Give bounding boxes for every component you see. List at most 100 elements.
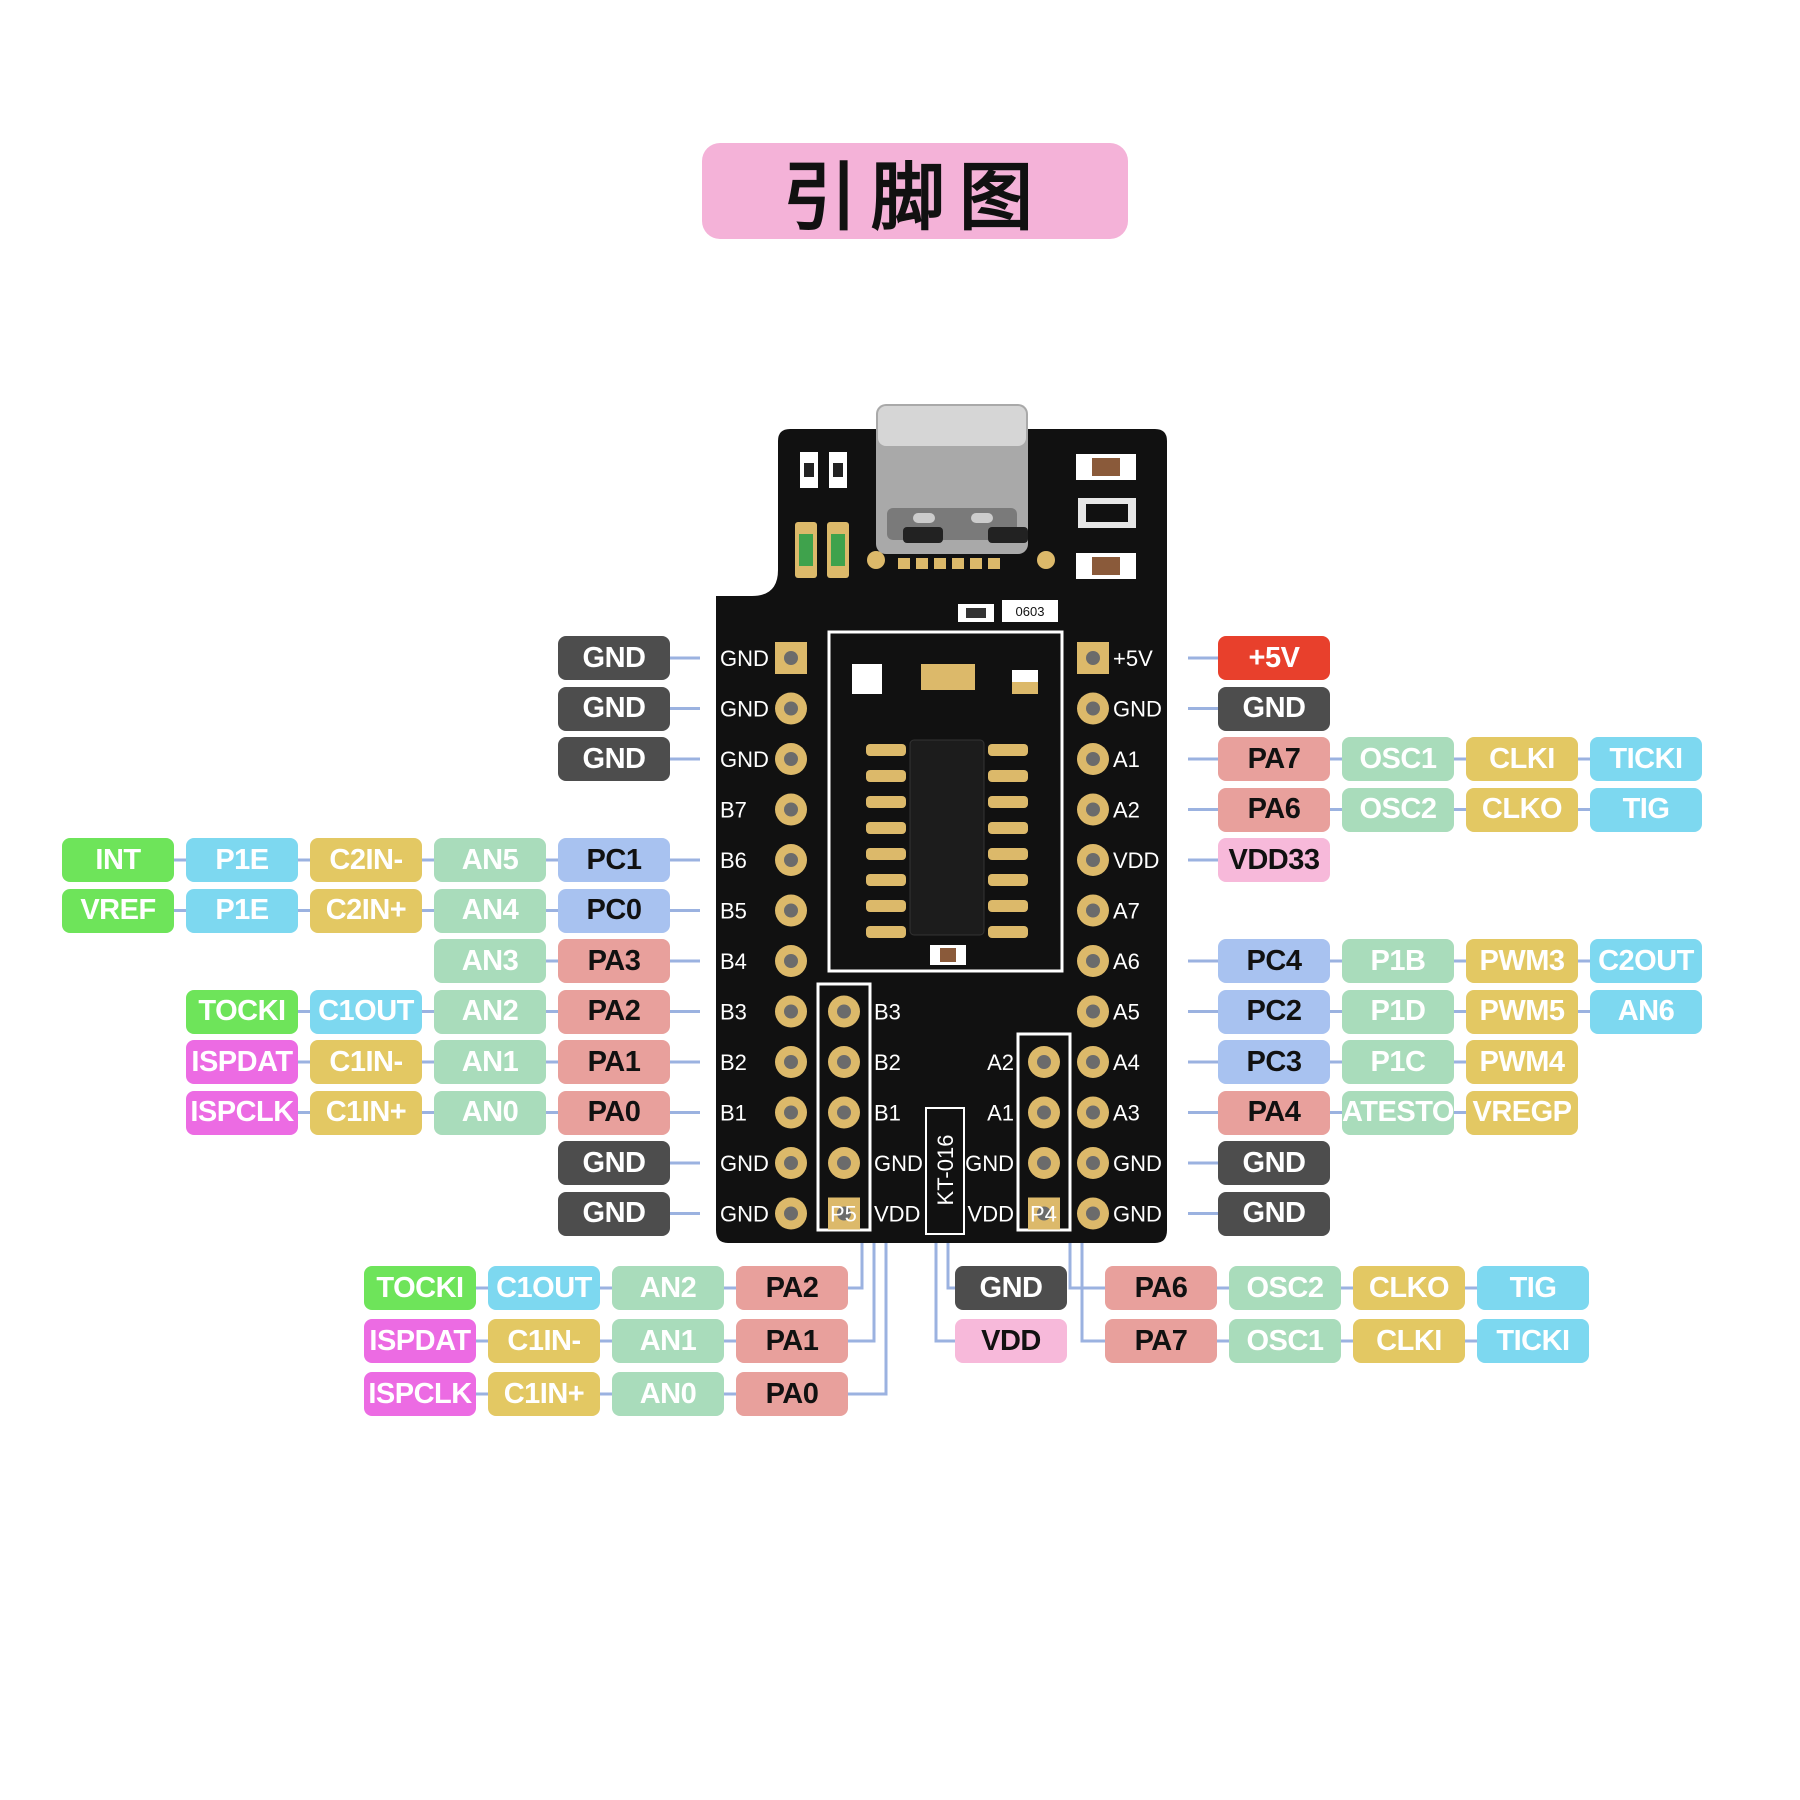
pin-label-osc: OSC2	[1342, 787, 1454, 832]
pin-silk-label: B1	[720, 1101, 747, 1126]
pin-label-pwm: CLKO	[1353, 1266, 1465, 1310]
pin-label-cyan: TIG	[1590, 787, 1702, 832]
pin-hole	[1086, 651, 1100, 665]
pin-hole	[1086, 1156, 1100, 1170]
pin-hole	[1037, 1206, 1051, 1221]
pin-silk-label: B6	[720, 848, 747, 873]
pin-hole	[1086, 1055, 1100, 1069]
pin-hole	[1037, 1156, 1051, 1170]
pin-hole	[784, 903, 798, 918]
pin-label-an: AN0	[434, 1090, 546, 1135]
pin-hole	[1086, 903, 1100, 918]
pin-silk-label: VDD	[968, 1202, 1014, 1227]
pin-hole	[784, 1105, 798, 1120]
pin-silk-label: GND	[720, 646, 769, 671]
pin-label-cyan: C1OUT	[310, 989, 422, 1034]
pin-label-pwm: C1IN-	[488, 1319, 600, 1363]
pin-label-pa: PA6	[1218, 787, 1330, 832]
pin-label-gnd: GND	[1218, 1141, 1330, 1185]
pin-hole	[784, 651, 798, 665]
pin-hole	[784, 1004, 798, 1019]
pin-silk-label: GND	[720, 747, 769, 772]
pin-silk-label: A2	[987, 1050, 1014, 1075]
pin-label-pa: PA1	[736, 1319, 848, 1363]
pin-label-pwm: CLKI	[1466, 737, 1578, 781]
pin-label-gnd: GND	[558, 636, 670, 680]
pin-label-pc: PC3	[1218, 1040, 1330, 1084]
pin-label-pa: PA4	[1218, 1090, 1330, 1135]
pin-label-pwm: C1IN+	[488, 1372, 600, 1416]
pin-silk-label: A6	[1113, 949, 1140, 974]
pin-label-osc: OSC1	[1229, 1319, 1341, 1363]
pin-hole	[1086, 1004, 1100, 1019]
pin-silk-label: A4	[1113, 1050, 1140, 1075]
pin-silk-label: GND	[1113, 1202, 1162, 1227]
pin-label-vdd: VDD	[955, 1319, 1067, 1363]
pin-hole	[784, 1156, 798, 1170]
pin-label-pwm: CLKI	[1353, 1319, 1465, 1363]
pin-silk-label: A7	[1113, 899, 1140, 924]
pin-label-pc: PC0	[558, 888, 670, 933]
pin-hole	[837, 1004, 851, 1019]
pin-silk-label: GND	[1113, 1151, 1162, 1176]
pin-label-an: P1D	[1342, 989, 1454, 1034]
pin-label-pwm: VREGP	[1466, 1090, 1578, 1135]
pin-label-an: AN1	[434, 1040, 546, 1084]
pin-hole	[784, 1206, 798, 1221]
pin-silk-label: B2	[720, 1050, 747, 1075]
pin-hole	[837, 1156, 851, 1170]
pin-label-an: AN2	[434, 989, 546, 1034]
pin-label-an: P1C	[1342, 1040, 1454, 1084]
pin-hole	[1086, 1105, 1100, 1120]
pin-silk-label: A5	[1113, 1000, 1140, 1025]
pin-label-gnd: GND	[558, 1191, 670, 1236]
pin-label-green: INT	[62, 838, 174, 882]
pin-label-mag: ISPDAT	[364, 1319, 476, 1363]
main-ic-area	[827, 630, 1064, 973]
pin-label-mag: ISPCLK	[186, 1090, 298, 1135]
pin-label-gnd: GND	[955, 1266, 1067, 1310]
pin-label-cyan: C2OUT	[1590, 939, 1702, 983]
pin-label-pwr: +5V	[1218, 636, 1330, 680]
pin-silk-label: GND	[720, 697, 769, 722]
pin-hole	[1086, 802, 1100, 817]
pin-label-an: AN2	[612, 1266, 724, 1310]
pin-label-pa: PA2	[558, 989, 670, 1034]
pin-label-pwm: PWM5	[1466, 989, 1578, 1034]
pin-silk-label: A1	[1113, 747, 1140, 772]
pin-hole	[1086, 1206, 1100, 1221]
pin-hole	[1086, 701, 1100, 716]
pin-label-pwm: PWM4	[1466, 1040, 1578, 1084]
pin-label-gnd: GND	[1218, 686, 1330, 731]
pin-label-green: TOCKI	[186, 989, 298, 1034]
connector-line	[934, 1213, 955, 1343]
pin-label-an: AN3	[434, 939, 546, 983]
usb-c-connector	[867, 404, 1055, 569]
pin-hole	[784, 1055, 798, 1069]
pin-silk-label: B5	[720, 899, 747, 924]
pin-label-pwm: CLKO	[1466, 787, 1578, 832]
pin-silk-label: B4	[720, 949, 747, 974]
pin-label-cyan: P1E	[186, 838, 298, 882]
pin-label-osc: OSC1	[1342, 737, 1454, 781]
pin-label-mag: ISPDAT	[186, 1040, 298, 1084]
pin-label-gnd: GND	[1218, 1191, 1330, 1236]
pin-label-pa: PA7	[1105, 1319, 1217, 1363]
pin-label-pwm: C2IN-	[310, 838, 422, 882]
pin-silk-label: GND	[720, 1202, 769, 1227]
pin-silk-label: VDD	[1113, 848, 1159, 873]
pin-hole	[837, 1105, 851, 1120]
pin-hole	[837, 1055, 851, 1069]
pin-silk-label: P5	[830, 1202, 857, 1227]
pin-label-cyan: AN6	[1590, 989, 1702, 1034]
pin-silk-label: B3	[720, 1000, 747, 1025]
pin-silk-label: A1	[987, 1101, 1014, 1126]
pin-silk-label: B3	[874, 1000, 901, 1025]
pin-label-pc: PC1	[558, 838, 670, 882]
pin-silk-label: GND	[1113, 697, 1162, 722]
pcb-silkscreen: GNDGNDGNDB7B6B5B4B3B2B1GNDGND+5VGNDA1A2V…	[720, 646, 1162, 1227]
pin-hole	[1086, 752, 1100, 766]
pin-label-pc: PC4	[1218, 939, 1330, 983]
pin-silk-label: GND	[874, 1151, 923, 1176]
pin-label-vdd: VDD33	[1218, 838, 1330, 882]
